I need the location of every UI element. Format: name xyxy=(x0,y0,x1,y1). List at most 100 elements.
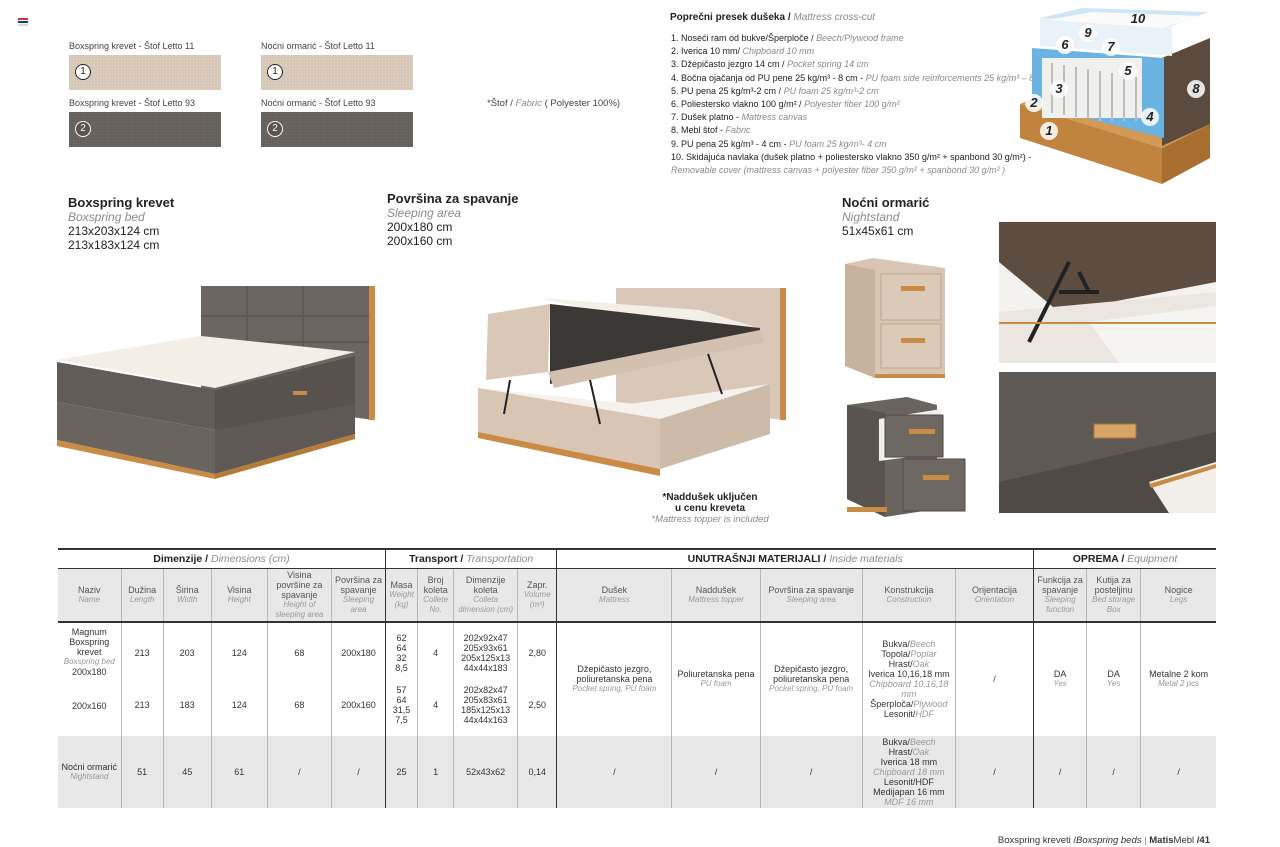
mattress-topper xyxy=(57,336,355,388)
fabric-swatch-letto-11: 1 xyxy=(69,55,221,90)
value: 57 xyxy=(396,685,407,695)
header-label: Dušek xyxy=(601,584,628,595)
group-label-en: Inside materials xyxy=(829,552,903,565)
value: 213 xyxy=(134,700,150,710)
colli-count-cell: 1 xyxy=(417,735,455,808)
cross-section-title-sr: Poprečni presek dušeka / xyxy=(670,12,791,23)
item-text-en: PU foam 25 kg/m³-2 cm xyxy=(783,85,879,96)
construction-line: Medijapan 16 mm xyxy=(865,787,953,797)
group-transport: Transport / Transportation xyxy=(385,548,558,569)
header-label-en: Sleeping function xyxy=(1044,594,1076,614)
header-label-en: Length xyxy=(129,594,155,604)
sleeping-area-subtitle: Sleeping area xyxy=(387,206,462,220)
drawer-handle xyxy=(923,475,949,480)
length-cell: 51 xyxy=(121,735,164,808)
bed-base-side xyxy=(215,356,355,434)
value: Lesonit/HDF xyxy=(883,776,934,787)
footer-text-en: Boxspring beds xyxy=(1076,835,1142,846)
storage-box-side xyxy=(660,384,770,469)
group-label-en: Dimensions (cm) xyxy=(211,552,290,565)
nightstand-drawer xyxy=(884,414,944,458)
nightstand-dark-image xyxy=(847,397,966,517)
value: 68 xyxy=(294,648,305,658)
nightstand-light-image xyxy=(845,258,945,378)
value: Hrast/ xyxy=(888,659,913,669)
drawer-handle xyxy=(901,286,925,291)
value-en: PU foam xyxy=(700,679,732,688)
item-text-en: Removable cover (mattress canvas + polye… xyxy=(671,165,1006,176)
orientation-cell: / xyxy=(955,621,1035,736)
boxspring-bed-image xyxy=(57,286,375,479)
value: 31,5 xyxy=(392,705,411,715)
item-text: 6. Poliestersko vlakno 100 g/m² / xyxy=(671,99,802,110)
item-text: 1. Noseći ram od bukve/Šperploče / xyxy=(671,33,814,43)
value: 44x44x183 xyxy=(463,663,508,673)
header-label: Dužina xyxy=(128,584,157,595)
value-en: Metal 2 pcs xyxy=(1158,679,1200,688)
item-text-en: Polyester fiber 100 g/m² xyxy=(804,99,900,110)
header-label: Nogice xyxy=(1164,584,1193,595)
headboard-wood-edge xyxy=(369,286,375,420)
value: Bukva/ xyxy=(882,639,910,649)
header-label-en: Name xyxy=(78,594,100,604)
construction-line: Topola/Poplar xyxy=(865,649,953,659)
nightstand-plinth xyxy=(847,507,887,512)
diagram-label: 2 xyxy=(1025,94,1043,112)
value: 205x93x61 xyxy=(463,643,508,653)
width-cell: 45 xyxy=(163,735,212,808)
construction-line: Hrast/Oak xyxy=(865,747,953,757)
nightstand-title-block: Noćni ormarić Nightstand 51x45x61 cm xyxy=(842,195,929,238)
wood-edge xyxy=(1149,464,1216,488)
item-text-en: PU foam 25 kg/m³- 4 cm xyxy=(789,138,887,149)
value: 200x160 xyxy=(341,700,376,710)
brand-logo: Matis xyxy=(1149,835,1174,846)
lift-mechanism-photo xyxy=(999,222,1216,363)
header-label: Naziv xyxy=(78,584,101,595)
swatch-number: 1 xyxy=(267,64,283,80)
nightstand-drawer xyxy=(902,458,966,512)
header-label: Funkcija za spavanje xyxy=(1037,574,1083,595)
cross-section-title-en: Mattress cross-cut xyxy=(793,12,876,23)
diagram-label: 10 xyxy=(1130,11,1146,26)
header-label-en: Collete No. xyxy=(423,594,449,614)
product-name-en: Nightstand xyxy=(70,771,109,781)
bed-title-block: Boxspring krevet Boxspring bed 213x203x1… xyxy=(68,195,174,252)
header-label-en: Construction xyxy=(886,594,932,604)
group-label: UNUTRAŠNJI MATERIJALI / xyxy=(687,552,827,565)
mattress-cell: / xyxy=(556,735,673,808)
bed-lower-side xyxy=(215,404,355,474)
sleeping-area-dimension: 200x160 cm xyxy=(387,234,453,248)
variant-label: 200x160 xyxy=(72,700,107,711)
diagram-label: 5 xyxy=(1119,62,1137,80)
header-label: Dimenzije koleta xyxy=(465,574,506,595)
value: Džepičasto jezgro, xyxy=(774,664,849,674)
header-label-en: Width xyxy=(177,594,198,604)
bed-title: Boxspring krevet xyxy=(68,195,175,210)
value: 124 xyxy=(231,648,247,658)
group-label-en: Transportation xyxy=(466,552,534,565)
lifted-lid-left xyxy=(486,304,550,380)
header-label: Broj koleta xyxy=(423,574,448,595)
diagram-label: 8 xyxy=(1187,80,1205,98)
volume-cell: 0,14 xyxy=(517,735,558,808)
header-label: Orijentacija xyxy=(971,584,1017,595)
value: 205x83x61 xyxy=(463,695,508,705)
sleep-area-cell: / xyxy=(331,735,387,808)
group-label: Dimenzije / xyxy=(153,552,209,565)
variant-label: 200x180 xyxy=(72,666,107,677)
construction-line: Hrast/Oak xyxy=(865,659,953,669)
value-en: Chipboard 18 mm xyxy=(873,766,945,777)
item-text-en: Mattress canvas xyxy=(741,112,808,123)
header-label: Masa xyxy=(390,579,413,590)
bed-plinth xyxy=(57,440,215,479)
topper-cell: / xyxy=(671,735,761,808)
header-label: Konstrukcija xyxy=(884,584,934,595)
